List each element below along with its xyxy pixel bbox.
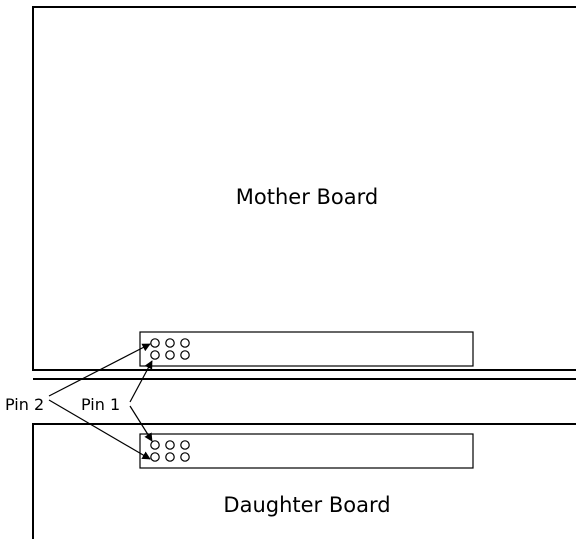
daughter-pin [150,440,160,450]
daughter-pin [180,440,190,450]
pin-1-label: Pin 1 [81,395,120,414]
daughter-board-label: Daughter Board [223,493,390,517]
pin-2-arrow-daughter [48,399,151,460]
mother-connector-pins [150,338,190,360]
mother-pin [180,350,190,360]
daughter-board-outline [32,423,576,539]
pin-2-arrow-mother [48,343,151,397]
mother-pin [150,350,160,360]
pin-leader-arrows [48,343,153,460]
daughter-board-connector [139,433,474,469]
pin-2-label: Pin 2 [5,395,44,414]
mother-pin [165,350,175,360]
mother-pin [180,338,190,348]
daughter-pin [165,440,175,450]
daughter-pin [150,452,160,462]
mother-board-label: Mother Board [236,185,378,209]
daughter-connector-pins [150,440,190,462]
pin-1-arrow-mother [129,360,153,403]
pin-1-arrow-daughter [129,405,153,442]
daughter-pin [180,452,190,462]
mother-board-connector [139,331,474,367]
mother-board-outline [32,6,576,371]
mother-pin [150,338,160,348]
mother-pin [165,338,175,348]
daughter-pin [165,452,175,462]
